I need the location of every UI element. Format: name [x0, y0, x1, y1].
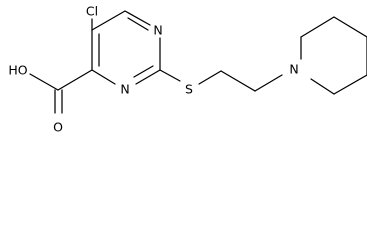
piperidine-n-label: N: [289, 62, 298, 77]
bond-c6-n1-inner: [127, 17, 149, 31]
bond-c2-s: [159, 69, 181, 82]
bond-pip-c6-n: [310, 78, 335, 95]
bond-pip-c5-c6: [333, 74, 367, 95]
chlorine-label: Cl: [86, 4, 98, 19]
bond-c6-n1: [124, 10, 151, 26]
bond-c4-carboxyl-c: [57, 69, 93, 91]
bond-pip-c3-c4: [333, 16, 367, 38]
hydroxyl-label: HO: [8, 63, 27, 78]
bond-c2-n3: [135, 69, 161, 85]
bond-pip-c2-c3: [300, 16, 335, 38]
bond-n3-c4: [91, 69, 116, 85]
piperidine-ring: [300, 16, 367, 95]
bond-ch2-ch2: [220, 70, 256, 92]
pyrimidine-n3-label: N: [120, 82, 129, 97]
pyrimidine-n1-label: N: [153, 23, 162, 38]
carboxylic-acid-group: [29, 69, 93, 114]
bond-c2-n3-inner: [133, 65, 154, 78]
bond-s-ch2: [198, 70, 222, 85]
thioethyl-chain: [159, 69, 283, 92]
bond-carboxyl-c-oh: [29, 73, 59, 91]
bond-c5-c6: [91, 10, 126, 31]
carbonyl-oxygen-label: O: [53, 120, 63, 135]
bond-ch2-n: [254, 74, 283, 92]
pyrimidine-ring: [91, 10, 161, 85]
molecule-structure-drawing: Cl N N S N HO O: [8, 4, 367, 135]
sulfur-label: S: [185, 82, 193, 97]
